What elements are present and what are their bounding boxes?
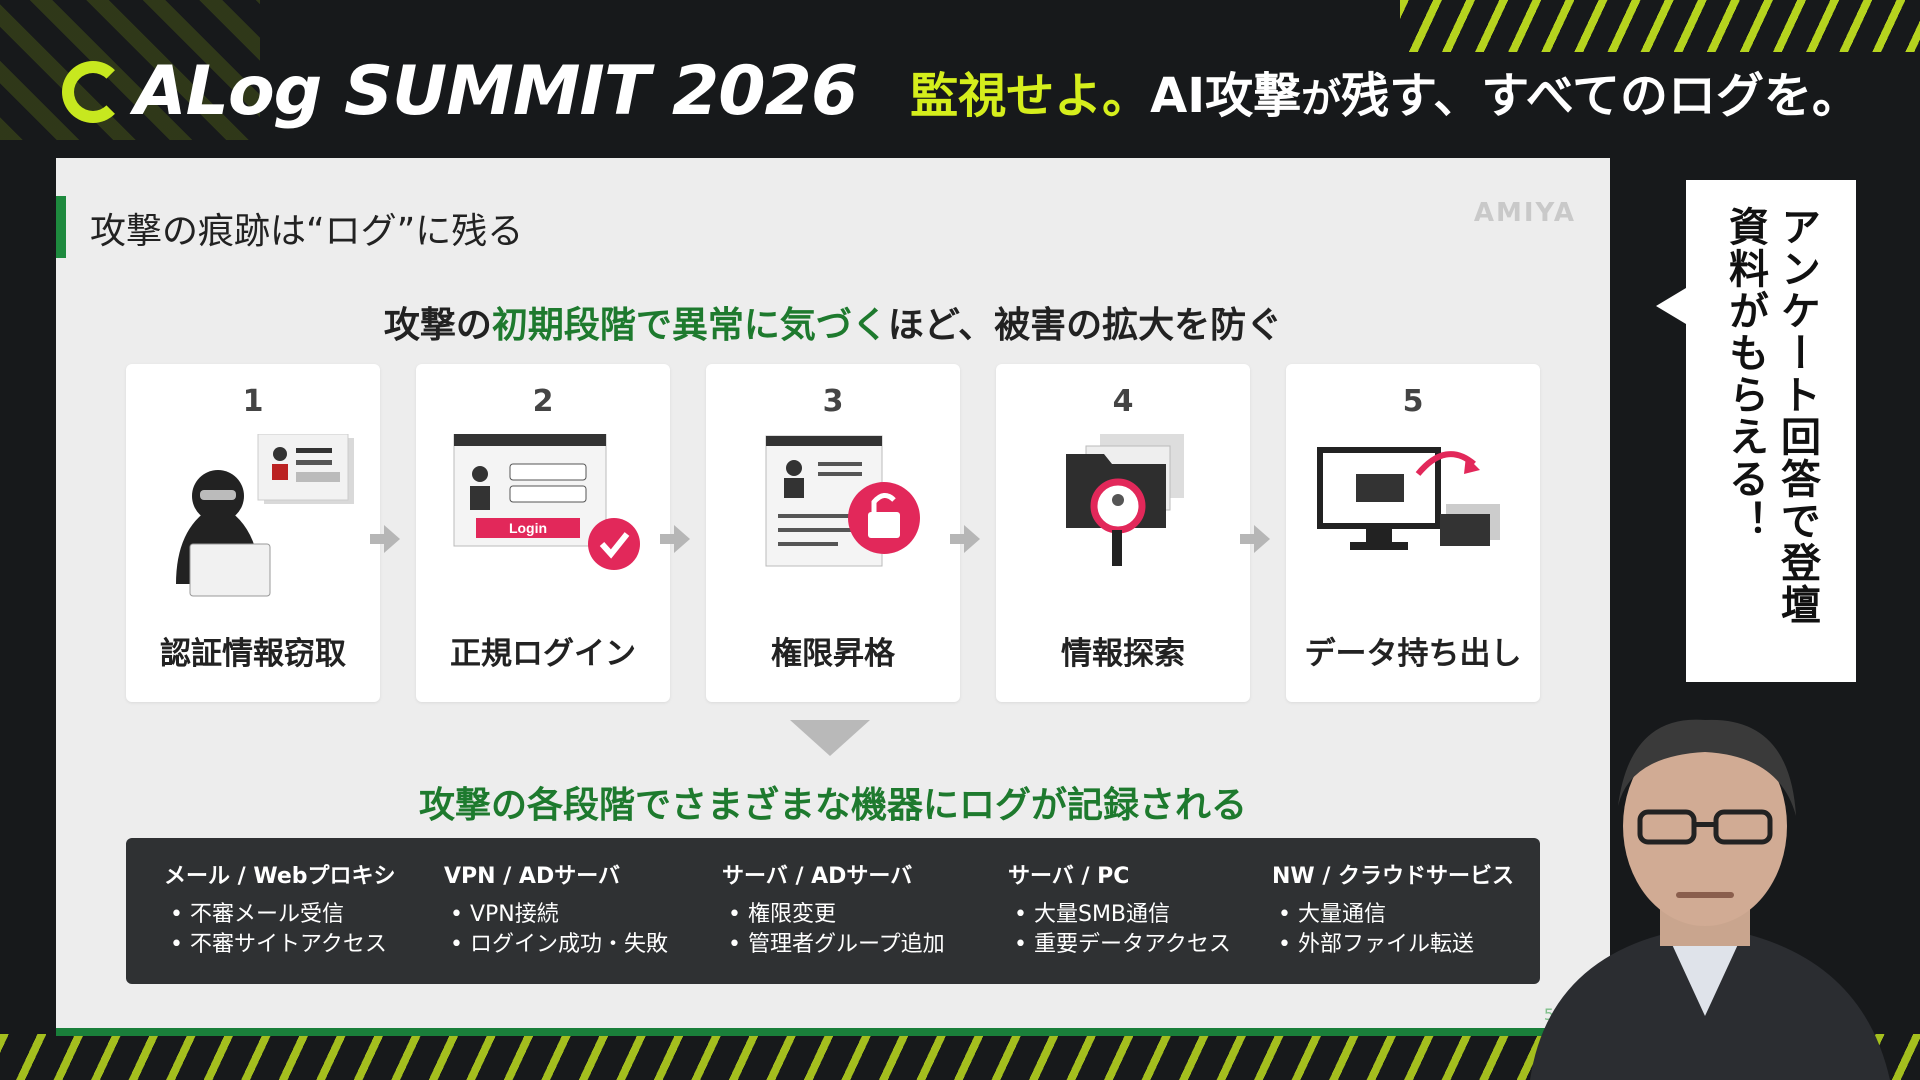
attack-step-4: 4 情報探索 [996, 364, 1250, 702]
step-arrow-icon [1240, 525, 1270, 553]
log-source-item: 不審サイトアクセス [170, 930, 396, 960]
step-label: データ持ち出し [1304, 636, 1522, 672]
tagline-part-a: AI攻撃 [1150, 68, 1302, 124]
step-label: 権限昇格 [771, 636, 895, 672]
log-source-title: NW / クラウドサービス [1272, 864, 1515, 889]
log-source-item: 管理者グループ追加 [728, 930, 945, 960]
log-source-5: NW / クラウドサービス 大量通信外部ファイル転送 [1272, 858, 1514, 960]
attack-step-3: 3 権限昇格 [706, 364, 960, 702]
step-number: 1 [242, 384, 264, 419]
log-source-item: 大量通信 [1278, 900, 1514, 930]
log-source-title: メール / Webプロキシ [164, 864, 396, 889]
alog-logo-icon [62, 60, 124, 123]
step-label: 認証情報窃取 [160, 636, 346, 672]
step-number: 4 [1112, 384, 1134, 419]
attack-step-2: 2 Login 正規ログイン [416, 364, 670, 702]
hacker-icon [176, 434, 354, 597]
headline-part-b: ほど、被害の拡大を防ぐ [887, 305, 1283, 346]
log-sources-panel: メール / Webプロキシ 不審メール受信不審サイトアクセス VPN / ADサ… [126, 838, 1540, 984]
log-source-item: 大量SMB通信 [1014, 900, 1231, 930]
step-arrow-icon [660, 525, 690, 553]
tagline-highlight: 監視せよ。 [910, 68, 1151, 124]
folder-search-icon [1066, 434, 1184, 566]
step-number: 3 [822, 384, 844, 419]
log-source-1: メール / Webプロキシ 不審メール受信不審サイトアクセス [164, 858, 396, 960]
slide-headline: 攻撃の初期段階で異常に気づくほど、被害の拡大を防ぐ [56, 296, 1610, 348]
log-source-item: VPN接続 [450, 900, 668, 930]
step-arrow-icon [950, 525, 980, 553]
step-number: 5 [1402, 384, 1424, 419]
log-source-3: サーバ / ADサーバ 権限変更管理者グループ追加 [722, 858, 945, 960]
login-button-text: Login [509, 520, 547, 536]
page-number: 5 [1543, 1005, 1554, 1024]
event-tagline: 監視せよ。AI攻撃が残す、すべてのログを。 [910, 56, 1860, 126]
attack-step-5: 5 データ持ち出し [1286, 364, 1540, 702]
background-chevrons [0, 0, 260, 140]
presenter-video [1530, 719, 1890, 1080]
login-icon: Login [453, 434, 640, 570]
log-source-item: 外部ファイル転送 [1278, 930, 1514, 960]
attack-steps: 1 認証情報窃取 2 [126, 364, 1540, 702]
log-source-item: ログイン成功・失敗 [450, 930, 668, 960]
log-source-title: サーバ / ADサーバ [722, 864, 913, 889]
slide-title: 攻撃の痕跡は“ログ”に残る [90, 211, 524, 252]
unlock-icon [765, 435, 920, 567]
log-source-title: サーバ / PC [1008, 864, 1130, 889]
step-arrow-icon [370, 525, 400, 553]
step-label: 情報探索 [1061, 636, 1185, 672]
attack-step-1: 1 認証情報窃取 [126, 364, 380, 702]
log-source-item: 重要データアクセス [1014, 930, 1231, 960]
event-brand: ALog SUMMIT 2026 [62, 52, 858, 131]
callout-text: アンケート回答で登壇資料がもらえる！ [1722, 206, 1820, 626]
slide-subhead: 攻撃の各段階でさまざまな機器にログが記録される [418, 785, 1247, 826]
log-source-4: サーバ / PC 大量SMB通信重要データアクセス [1008, 858, 1231, 960]
background-stripes-top [1400, 0, 1920, 52]
step-label: 正規ログイン [450, 636, 636, 672]
event-brand-text: ALog SUMMIT 2026 [134, 52, 858, 131]
log-source-title: VPN / ADサーバ [444, 864, 620, 889]
log-source-item: 権限変更 [728, 900, 945, 930]
survey-callout: アンケート回答で登壇資料がもらえる！ [1656, 180, 1856, 682]
data-transfer-icon [1317, 447, 1500, 550]
log-source-item: 不審メール受信 [170, 900, 396, 930]
headline-green: 初期段階で異常に気づく [491, 305, 888, 346]
tagline-small-a: が [1301, 76, 1342, 122]
step-number: 2 [532, 384, 554, 419]
log-source-2: VPN / ADサーバ VPN接続ログイン成功・失敗 [444, 858, 668, 960]
presentation-slide: 攻撃の痕跡は“ログ”に残る AMIYA 攻撃の初期段階で異常に気づくほど、被害の… [56, 158, 1610, 1036]
down-arrow-icon [790, 720, 870, 756]
headline-part-a: 攻撃の [383, 305, 492, 346]
company-logo: AMIYA [1473, 198, 1576, 228]
slide-title-accent [56, 196, 66, 258]
tagline-part-b: 残す、すべてのログを。 [1341, 68, 1860, 124]
